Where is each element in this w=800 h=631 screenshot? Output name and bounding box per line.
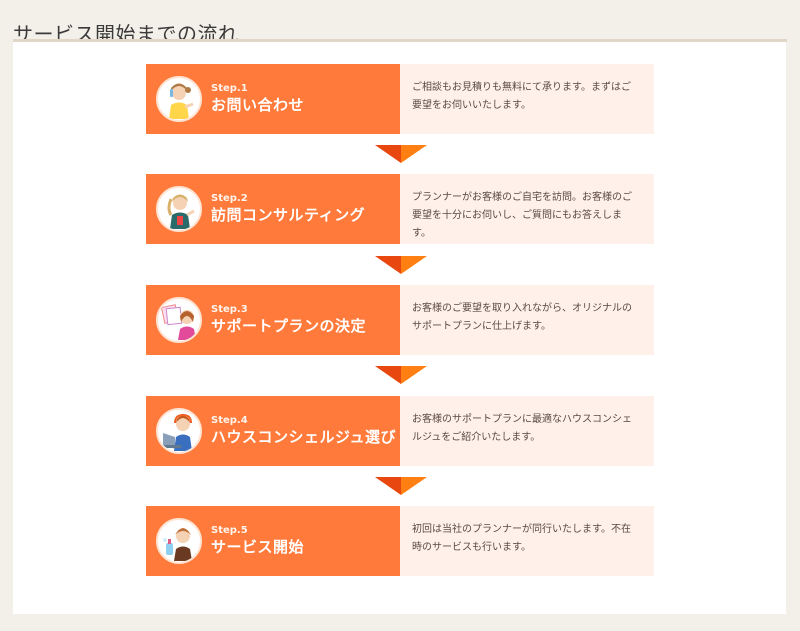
- step-header: Step.2 訪問コンサルティング: [146, 174, 400, 244]
- operator-at-laptop-icon: [156, 408, 202, 454]
- step-description: お客様のサポートプランに最適なハウスコンシェルジュをご紹介いたします。: [400, 396, 654, 466]
- step-number: Step.1: [211, 83, 248, 94]
- step-number: Step.3: [211, 304, 248, 315]
- step-name: サービス開始: [211, 538, 305, 556]
- step-header: Step.1 お問い合わせ: [146, 64, 400, 134]
- step-description: プランナーがお客様のご自宅を訪問。お客様のご要望を十分にお伺いし、ご質問にもお答…: [400, 174, 654, 244]
- step-header: Step.5 サービス開始: [146, 506, 400, 576]
- step-description: 初回は当社のプランナーが同行いたします。不在時のサービスも行います。: [400, 506, 654, 576]
- step-header: Step.4 ハウスコンシェルジュ選び: [146, 396, 400, 466]
- flow-step-3: Step.3 サポートプランの決定 お客様のご要望を取り入れながら、オリジナルの…: [146, 285, 654, 355]
- flow-step-2: Step.2 訪問コンサルティング プランナーがお客様のご自宅を訪問。お客様のご…: [146, 174, 654, 244]
- step-description: お客様のご要望を取り入れながら、オリジナルのサポートプランに仕上げます。: [400, 285, 654, 355]
- arrow-down-icon: [375, 366, 427, 384]
- woman-with-documents-icon: [156, 297, 202, 343]
- flow-step-4: Step.4 ハウスコンシェルジュ選び お客様のサポートプランに最適なハウスコン…: [146, 396, 654, 466]
- arrow-down-icon: [375, 256, 427, 274]
- step-number: Step.4: [211, 415, 248, 426]
- arrow-down-icon: [375, 145, 427, 163]
- flow-step-1: Step.1 お問い合わせ ご相談もお見積りも無料にて承ります。まずはご要望をお…: [146, 64, 654, 134]
- arrow-down-icon: [375, 477, 427, 495]
- title-divider: [13, 39, 787, 42]
- step-header: Step.3 サポートプランの決定: [146, 285, 400, 355]
- step-name: 訪問コンサルティング: [211, 206, 366, 224]
- step-name: サポートプランの決定: [211, 317, 367, 335]
- woman-on-phone-icon: [156, 76, 202, 122]
- step-number: Step.5: [211, 525, 248, 536]
- step-number: Step.2: [211, 193, 248, 204]
- housekeeper-cleaning-icon: [156, 518, 202, 564]
- woman-consultant-icon: [156, 186, 202, 232]
- step-name: ハウスコンシェルジュ選び: [211, 428, 396, 446]
- step-description: ご相談もお見積りも無料にて承ります。まずはご要望をお伺いいたします。: [400, 64, 654, 134]
- flow-step-5: Step.5 サービス開始 初回は当社のプランナーが同行いたします。不在時のサー…: [146, 506, 654, 576]
- step-name: お問い合わせ: [211, 96, 305, 114]
